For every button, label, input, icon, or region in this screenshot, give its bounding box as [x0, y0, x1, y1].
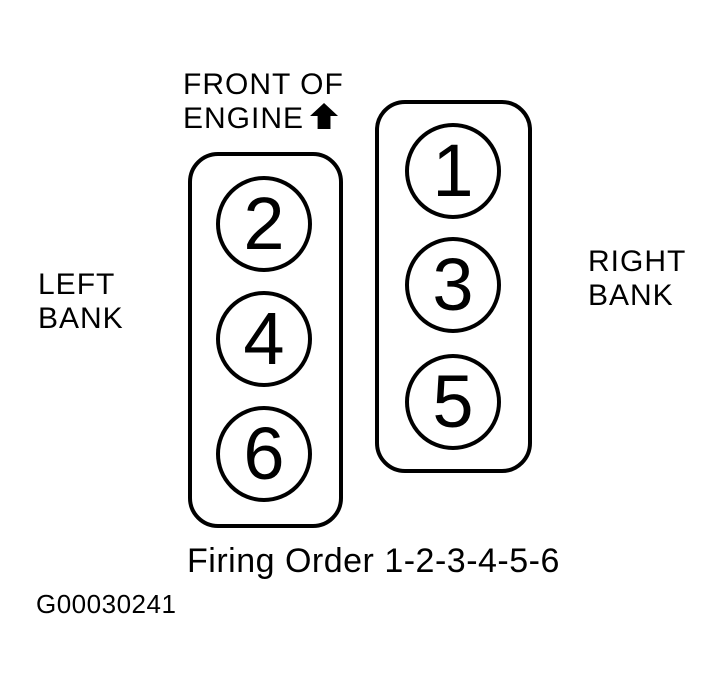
- cylinder-2-number: 2: [243, 182, 285, 265]
- up-arrow-icon: [310, 103, 339, 129]
- front-of-engine-line1: FRONT OF: [183, 68, 344, 101]
- cylinder-1: 1: [405, 123, 501, 219]
- cylinder-2: 2: [216, 176, 312, 272]
- firing-order-caption: Firing Order 1-2-3-4-5-6: [187, 542, 560, 580]
- cylinder-5: 5: [405, 354, 501, 450]
- cylinder-4: 4: [216, 291, 312, 387]
- front-of-engine-label: FRONT OF ENGINE: [183, 68, 344, 136]
- right-bank-label: RIGHT BANK: [588, 245, 686, 313]
- left-bank-outline: 2 4 6: [188, 152, 343, 528]
- cylinder-4-number: 4: [243, 297, 285, 380]
- left-bank-label-line2: BANK: [38, 302, 124, 335]
- cylinder-6-number: 6: [243, 412, 285, 495]
- left-bank-label: LEFT BANK: [38, 268, 124, 336]
- front-of-engine-line2-text: ENGINE: [183, 102, 305, 135]
- front-of-engine-line2: ENGINE: [183, 102, 344, 136]
- cylinder-6: 6: [216, 406, 312, 502]
- right-bank-label-line2: BANK: [588, 279, 674, 312]
- right-bank-label-line1: RIGHT: [588, 245, 687, 278]
- cylinder-3: 3: [405, 237, 501, 333]
- figure-code: G00030241: [36, 589, 177, 619]
- cylinder-5-number: 5: [432, 360, 474, 443]
- right-bank-outline: 1 3 5: [375, 100, 532, 473]
- cylinder-1-number: 1: [432, 129, 474, 212]
- left-bank-label-line1: LEFT: [38, 268, 116, 301]
- cylinder-3-number: 3: [432, 243, 474, 326]
